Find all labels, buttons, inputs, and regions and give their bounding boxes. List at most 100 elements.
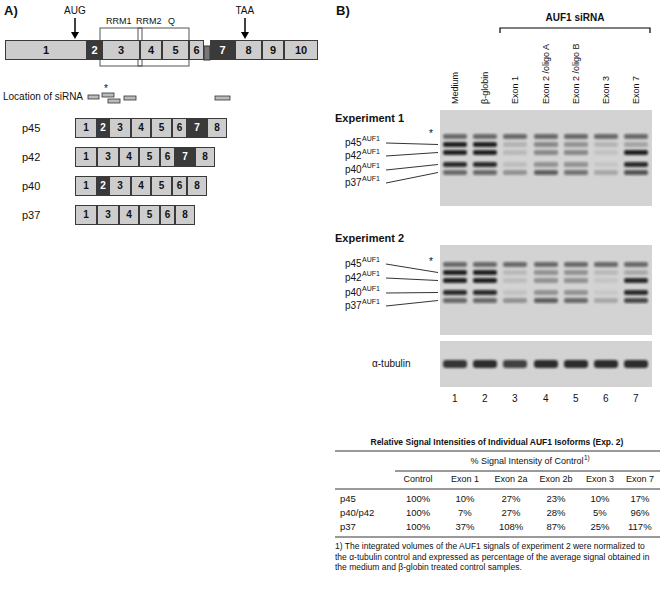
exon-number: 8 (202, 152, 208, 162)
blot-2-bands-part (624, 298, 648, 303)
blot-1-bands-part (534, 162, 558, 167)
sirna-bars-part (102, 93, 114, 97)
exon-number: 5 (172, 45, 178, 56)
isoform-name: p37 (345, 300, 362, 312)
table-cell: 37% (456, 521, 475, 532)
isoform-exon: 2 (97, 176, 109, 196)
exon-number: 6 (177, 123, 183, 133)
exon-number: 6 (177, 181, 183, 191)
table-cell: 108% (499, 521, 523, 532)
blot-2 (440, 245, 652, 335)
isoform-exon: 3 (97, 147, 119, 167)
blot-2-bands-part (503, 290, 527, 295)
blot-1-bands-part (534, 134, 558, 139)
exon-number: 1 (43, 45, 49, 56)
superscript: AUF1 (362, 256, 380, 264)
gene-exon: 3 (102, 40, 140, 60)
superscript: 1) (584, 454, 590, 462)
blot-1-bands-part (503, 162, 527, 167)
blot-2-bands-part (564, 278, 588, 283)
blot-1-bands-part (503, 142, 527, 147)
lane-bracket (500, 28, 650, 33)
table-cell: 10% (456, 493, 475, 504)
blot-2-bands-part (534, 290, 558, 295)
tubulin-blot (440, 341, 652, 387)
blot-2-bands-part (594, 290, 618, 295)
isoform-exon: 8 (187, 176, 207, 196)
table-cell: 17% (631, 493, 650, 504)
isoform-exon: 6 (160, 147, 175, 167)
blot-2-bands-part (624, 290, 648, 295)
exon-number: 5 (159, 123, 165, 133)
table-cell: 10% (591, 493, 610, 504)
table-cell: 27% (502, 493, 521, 504)
exon-number: 1 (83, 123, 89, 133)
blot-1-bands-part (473, 162, 497, 167)
superscript: AUF1 (362, 298, 380, 306)
exon-number: 1 (83, 181, 89, 191)
gene-exon: 1 (5, 40, 87, 60)
isoform-exon: 5 (139, 205, 160, 225)
band-leaders-1 (386, 143, 438, 183)
blot-1-bands-part (624, 150, 648, 155)
band-leaders-1-part (386, 153, 438, 157)
table-cell: 25% (591, 521, 610, 532)
lane-number: 1 (452, 393, 458, 405)
domain-label: RRM2 (136, 16, 162, 27)
isoform-exon: 2 (97, 118, 109, 138)
exon-number: 4 (138, 181, 144, 191)
sirna-bars (88, 93, 230, 103)
exon-number: 4 (126, 152, 132, 162)
band-leaders-1-part (386, 165, 438, 171)
table-cell: 100% (406, 521, 430, 532)
blot-1-bands-part (594, 142, 618, 147)
exon-number: 1 (83, 152, 89, 162)
isoform-exon: 5 (139, 147, 160, 167)
blot-1-bands-part (624, 170, 648, 175)
isoform-exon: 4 (131, 176, 151, 196)
blot-1-bands-part (443, 150, 467, 155)
codon-arrows-part (244, 18, 246, 33)
band-leaders-2-part (386, 301, 438, 307)
blot-2-bands-part (473, 262, 497, 267)
table-cell: 23% (547, 493, 566, 504)
blot-1-bands-part (624, 142, 648, 147)
lane-label: Exon 1 (510, 76, 521, 104)
gene-exon: 2 (87, 40, 102, 60)
row-header: p37 (340, 521, 356, 532)
isoform-exon: 4 (119, 147, 139, 167)
codon-arrows-part (241, 32, 249, 39)
blot-1-bands-part (624, 162, 648, 167)
blot-1-bands-part (473, 150, 497, 155)
blot-2-bands-part (564, 270, 588, 275)
blot-1-bands-part (503, 170, 527, 175)
band-leaders-2-part (386, 292, 438, 294)
isoform-name: p40 (345, 287, 362, 299)
row-label: Location of siRNA (3, 91, 83, 103)
isoform-exon: 3 (109, 118, 131, 138)
tubulin-bands-part (473, 360, 497, 368)
blot-1-bands-part (534, 142, 558, 147)
blot-1-bands-part (564, 142, 588, 147)
lane-number: 7 (633, 393, 639, 405)
rrm-outlines-part (100, 28, 142, 66)
tubulin-bands-part (624, 360, 648, 368)
isoform-name: p42 (345, 272, 362, 284)
row-header: p45 (340, 493, 356, 504)
tubulin-bands-part (564, 360, 588, 368)
column-header: Exon 2a (495, 474, 528, 485)
blot-1-bands-part (443, 134, 467, 139)
exon-number: 6 (165, 210, 171, 220)
blot-2-bands-part (624, 262, 648, 267)
lane-number: 2 (482, 393, 488, 405)
lane-label: Exon 2 /oligo B (571, 43, 582, 104)
isoform-name: p42 (345, 150, 362, 162)
blot-2-bands-part (443, 270, 467, 275)
isoform-exon: 8 (207, 118, 227, 138)
table-rules-part (395, 471, 660, 472)
blot-1 (440, 110, 652, 206)
codon-arrows-part (74, 18, 76, 33)
exon-number: 2 (91, 45, 97, 56)
table-cell: 7% (458, 507, 472, 518)
